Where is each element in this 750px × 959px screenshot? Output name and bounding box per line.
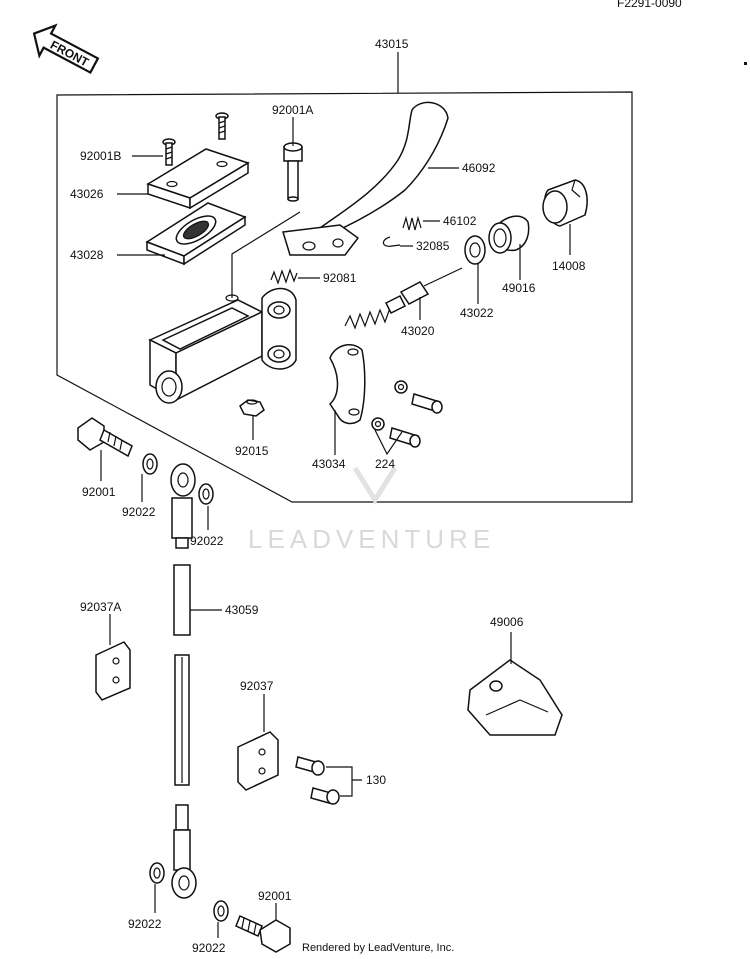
hose-clamp-icon [95, 641, 131, 701]
pivot-cover-icon [542, 179, 588, 227]
clamp-bolt-icon [371, 380, 443, 448]
part-label-49006: 49006 [490, 615, 524, 629]
handlebar-clamp-icon [329, 343, 366, 425]
master-cylinder-body-icon [148, 287, 297, 404]
front-arrow-icon: FRONT [32, 23, 100, 75]
part-label-92001-top: 92001 [82, 485, 116, 499]
clutch-cover-icon [467, 659, 563, 736]
part-label-43015: 43015 [375, 37, 409, 51]
part-label-92037A: 92037A [80, 600, 121, 614]
part-label-14008: 14008 [552, 259, 586, 273]
part-label-92022-c: 92022 [128, 917, 162, 931]
retaining-clip-icon [382, 236, 401, 247]
part-label-92022-a: 92022 [122, 505, 156, 519]
part-label-43028: 43028 [70, 248, 104, 262]
part-label-92081: 92081 [323, 271, 357, 285]
part-label-43034: 43034 [312, 457, 346, 471]
part-label-92022-b: 92022 [190, 534, 224, 548]
part-label-130: 130 [366, 773, 386, 787]
part-label-32085: 32085 [416, 239, 450, 253]
reservoir-cap-icon [146, 148, 250, 210]
banjo-bolt-icon [235, 914, 291, 953]
washer-icon [464, 235, 486, 265]
reservoir-cap-screw-icon [162, 112, 229, 166]
diaphragm-icon [145, 202, 247, 266]
part-label-92022-d: 92022 [192, 941, 226, 955]
banjo-bolt-icon [77, 417, 133, 458]
nut-icon [239, 399, 265, 417]
part-label-43026: 43026 [70, 187, 104, 201]
part-label-43059: 43059 [225, 603, 259, 617]
part-label-92015: 92015 [235, 444, 269, 458]
watermark-text: LEADVENTURE [248, 524, 495, 554]
lever-spring-icon [402, 215, 422, 231]
part-label-43020: 43020 [401, 324, 435, 338]
part-label-92037: 92037 [240, 679, 274, 693]
pivot-bolt-icon [283, 142, 303, 202]
sealing-washer-icon [149, 862, 229, 922]
part-label-49016: 49016 [502, 281, 536, 295]
part-label-92001A: 92001A [272, 103, 313, 117]
clutch-hose-icon [170, 463, 197, 899]
sealing-washer-icon [142, 453, 214, 505]
spring-icon [270, 268, 298, 285]
part-label-46092: 46092 [462, 161, 496, 175]
footer-credit: Rendered by LeadVenture, Inc. [302, 942, 454, 954]
part-label-46102: 46102 [443, 214, 477, 228]
flange-bolt-icon [295, 756, 340, 805]
ref-code: F2291-0090 [617, 0, 682, 10]
dust-boot-icon [488, 215, 530, 254]
clutch-lever-icon [282, 101, 449, 256]
assembly-boundary [56, 91, 633, 503]
part-label-92001B: 92001B [80, 149, 121, 163]
part-label-224: 224 [375, 457, 395, 471]
part-label-92001-bottom: 92001 [258, 889, 292, 903]
piston-assembly-icon [344, 267, 463, 330]
part-label-43022: 43022 [460, 306, 494, 320]
hose-clamp-icon [237, 731, 279, 791]
watermark: LEADVENTURE [248, 466, 495, 554]
